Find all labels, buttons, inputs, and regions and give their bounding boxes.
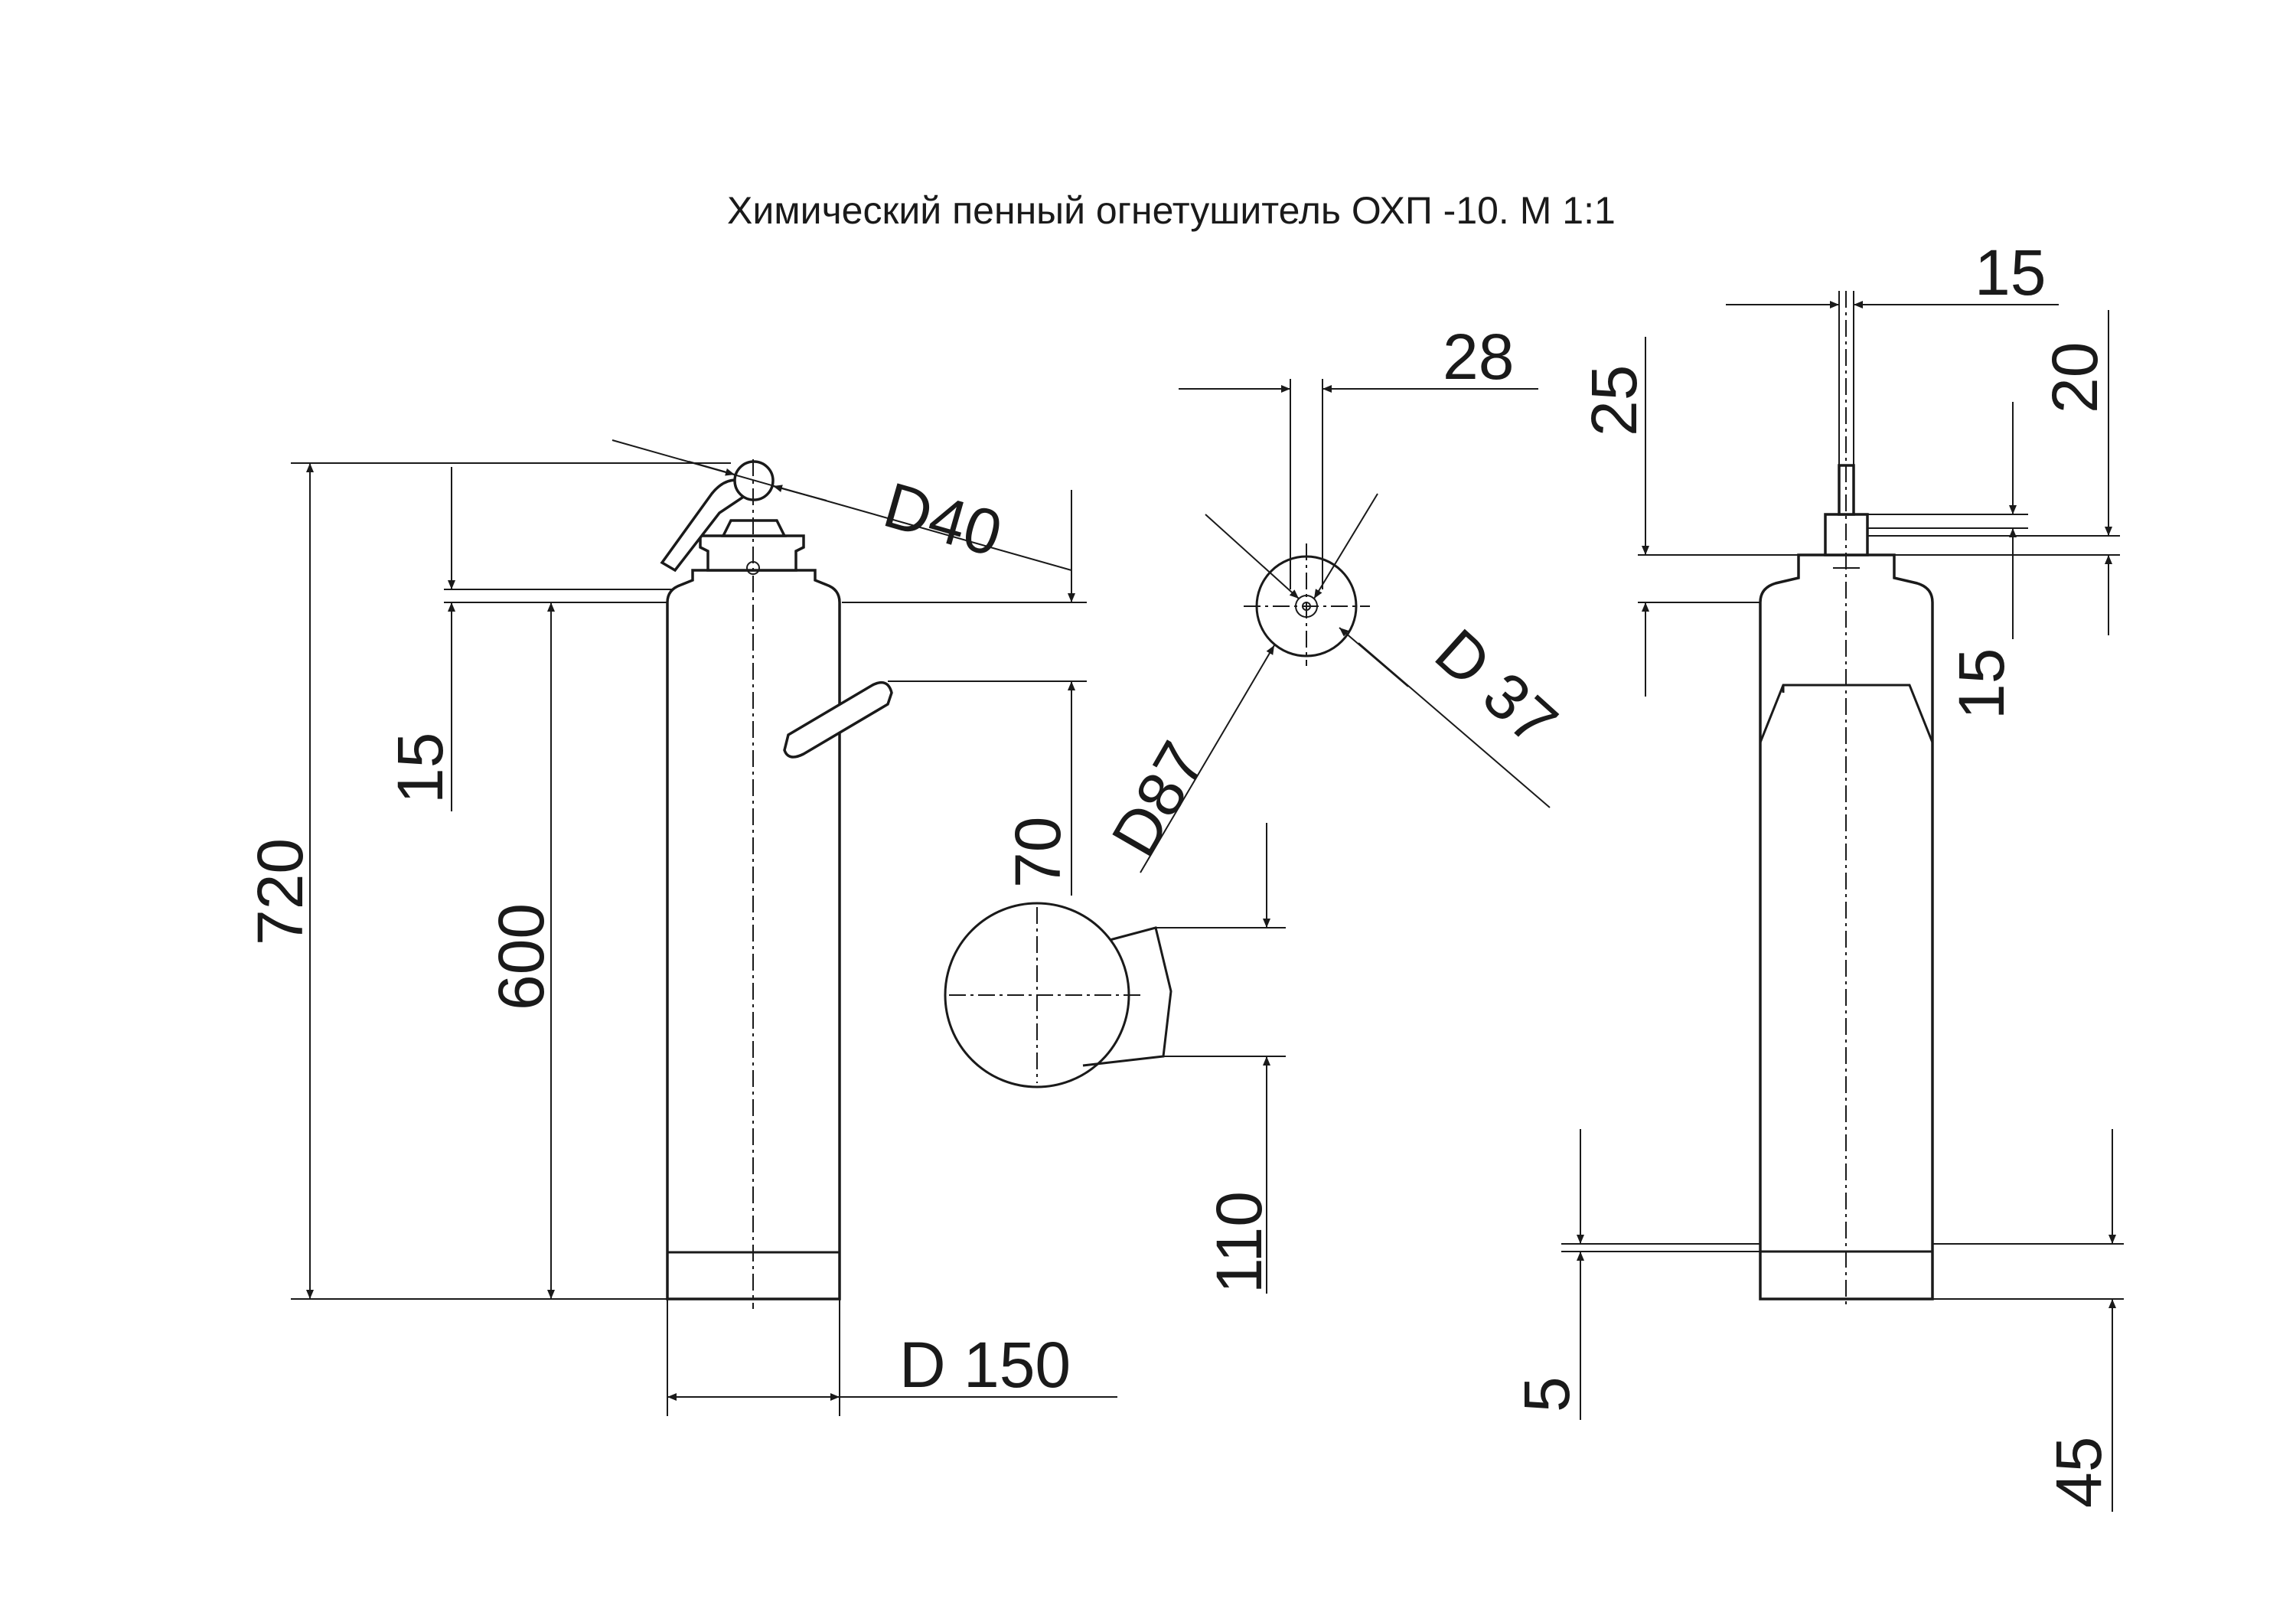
- drawing-title: Химический пенный огнетушитель ОХП -10. …: [727, 189, 1616, 232]
- dim-5: 5: [1511, 1376, 1583, 1412]
- dim-d150: D 150: [899, 1329, 1071, 1401]
- dim-15-top: 15: [1975, 237, 2046, 308]
- section-body: [1759, 553, 1934, 1301]
- dim-720: 720: [244, 838, 316, 945]
- head-cap: [699, 534, 805, 572]
- leader-d37-c: [1339, 627, 1409, 687]
- leader-d37-b: [1313, 493, 1378, 599]
- side-view: 720 600 15 D40 70 D 150: [244, 439, 1117, 1416]
- dim-d87: D87: [1097, 730, 1218, 868]
- leader-d40-arrow-a: [688, 461, 735, 476]
- top-view-head: 28 D 37 D87: [1097, 321, 1571, 873]
- dim-d40: D40: [876, 468, 1009, 570]
- dim-d37: D 37: [1422, 615, 1571, 760]
- dim-15-left: 15: [384, 733, 456, 804]
- nozzle-outlet: [1082, 926, 1172, 1067]
- dim-70: 70: [1002, 817, 1074, 888]
- section-view: 15 25 20 15 5 45: [1511, 237, 2124, 1512]
- dim-28: 28: [1443, 321, 1514, 393]
- nozzle: [783, 680, 893, 759]
- dim-15-right: 15: [1945, 648, 2017, 720]
- dim-45: 45: [2043, 1437, 2115, 1508]
- dim-110: 110: [1203, 1191, 1275, 1294]
- leader-d87: [1140, 645, 1275, 873]
- leader-d40-arrow-b: [772, 485, 827, 501]
- dim-20: 20: [2039, 342, 2111, 413]
- dim-25: 25: [1578, 365, 1650, 436]
- leader-d37-a: [1205, 514, 1300, 599]
- bottom-view: 110: [944, 823, 1286, 1294]
- dim-600: 600: [485, 903, 557, 1010]
